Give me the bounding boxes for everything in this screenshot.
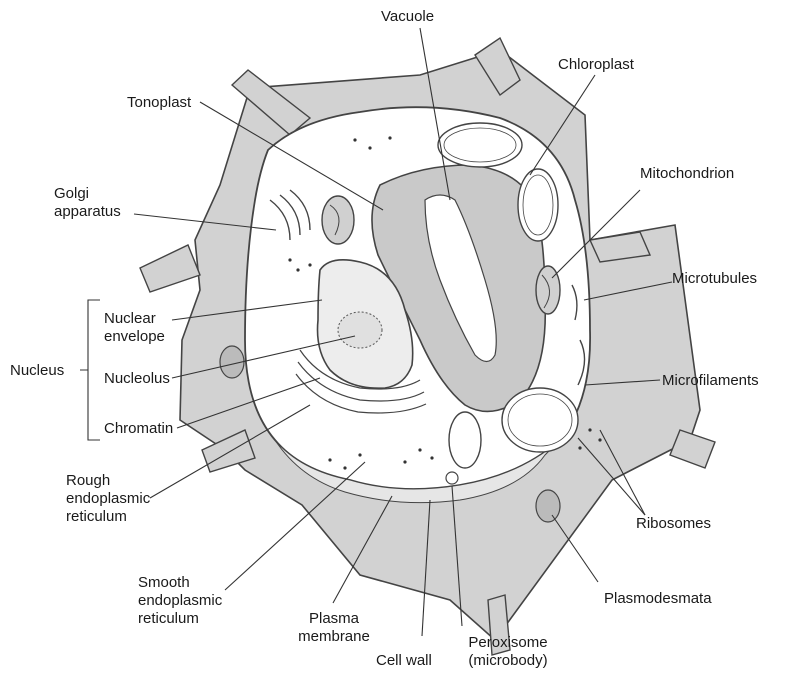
label-chromatin: Chromatin xyxy=(104,420,173,438)
label-plasma-membrane-line-2: membrane xyxy=(296,628,372,646)
label-nuclear-envelope-line-2: envelope xyxy=(104,328,165,346)
nucleus-bracket xyxy=(80,300,100,440)
label-peroxisome-line-1: Peroxisome xyxy=(462,634,554,652)
label-golgi-line-2: apparatus xyxy=(54,203,121,221)
label-rough-er-line-1: Rough xyxy=(66,472,150,490)
label-rough-er-line-3: reticulum xyxy=(66,508,150,526)
wall-projection-left xyxy=(140,245,200,292)
label-rough-er-line-2: endoplasmic xyxy=(66,490,150,508)
label-microfilaments: Microfilaments xyxy=(662,372,759,390)
label-smooth-er-line-1: Smooth xyxy=(138,574,222,592)
label-nucleolus: Nucleolus xyxy=(104,370,170,388)
label-rough-er: Rough endoplasmic reticulum xyxy=(66,472,150,526)
label-vacuole: Vacuole xyxy=(381,8,434,26)
label-nucleus: Nucleus xyxy=(10,362,64,380)
label-nuclear-envelope: Nuclear envelope xyxy=(104,310,165,346)
label-peroxisome: Peroxisome (microbody) xyxy=(462,634,554,670)
mitochondrion-shape-upper xyxy=(322,196,354,244)
label-cell-wall: Cell wall xyxy=(376,652,432,670)
label-plasmodesmata: Plasmodesmata xyxy=(604,590,712,608)
label-golgi-line-1: Golgi xyxy=(54,185,121,203)
label-golgi-apparatus: Golgi apparatus xyxy=(54,185,121,221)
label-mitochondrion: Mitochondrion xyxy=(640,165,734,183)
label-nuclear-envelope-line-1: Nuclear xyxy=(104,310,165,328)
label-microtubules: Microtubules xyxy=(672,270,757,288)
label-chloroplast: Chloroplast xyxy=(558,56,634,74)
label-plasma-membrane-line-1: Plasma xyxy=(296,610,372,628)
label-plasma-membrane: Plasma membrane xyxy=(296,610,372,646)
peroxisome-shape xyxy=(446,472,458,484)
label-ribosomes: Ribosomes xyxy=(636,515,711,533)
label-smooth-er-line-3: reticulum xyxy=(138,610,222,628)
label-smooth-er: Smooth endoplasmic reticulum xyxy=(138,574,222,628)
label-smooth-er-line-2: endoplasmic xyxy=(138,592,222,610)
label-tonoplast: Tonoplast xyxy=(127,94,191,112)
nucleolus-shape xyxy=(338,312,382,348)
label-peroxisome-line-2: (microbody) xyxy=(462,652,554,670)
